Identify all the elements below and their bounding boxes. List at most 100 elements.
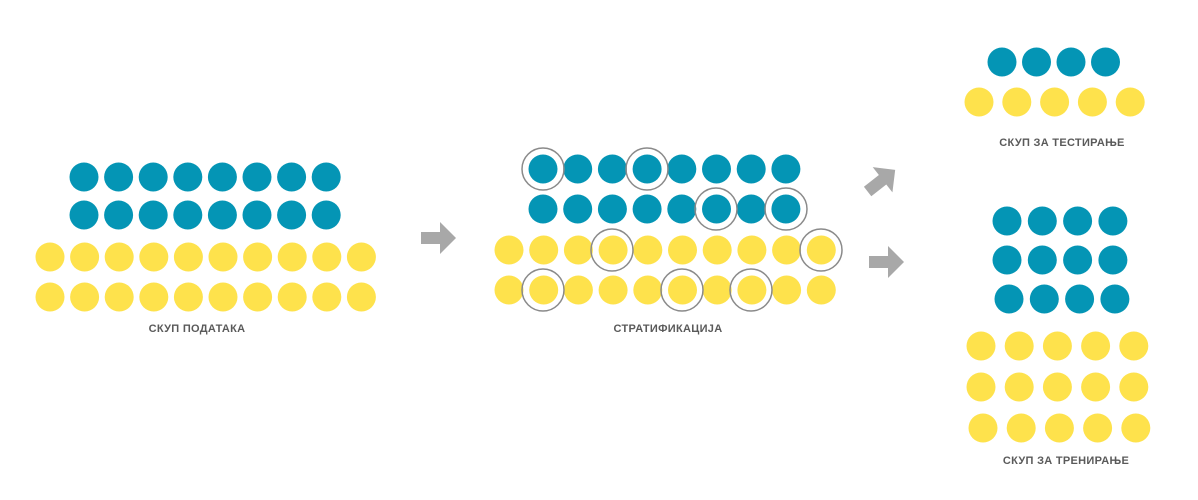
strat-yellow-dot (494, 235, 524, 265)
train-teal-dot (994, 284, 1024, 314)
strat-teal-dot (563, 154, 593, 184)
strat-yellow-dot (806, 275, 836, 305)
dataset-yellow-dot (173, 282, 203, 312)
dataset-yellow-dot (208, 282, 238, 312)
selection-ring (590, 228, 634, 272)
test-yellow-dot (1077, 87, 1107, 117)
dataset-teal-dot (242, 162, 272, 192)
strat-yellow-dot (633, 235, 663, 265)
train-yellow-dot (1083, 413, 1113, 443)
selection-ring (799, 228, 843, 272)
dataset-teal-dot (207, 200, 237, 230)
test-yellow-dot (964, 87, 994, 117)
strat-yellow-dot (598, 275, 628, 305)
dataset-group (35, 162, 376, 312)
test-teal-dot (987, 47, 1017, 77)
dataset-teal-dot (69, 200, 99, 230)
train-yellow-dot (1081, 372, 1111, 402)
strat-yellow-dot (737, 275, 767, 305)
strat-teal-dot (702, 154, 731, 184)
train-set-label: СКУП ЗА ТРЕНИРАЊЕ (1003, 455, 1129, 467)
dataset-yellow-dot (312, 282, 342, 312)
train-teal-dot (992, 245, 1022, 275)
train-yellow-dot (1119, 372, 1149, 402)
dataset-yellow-dot (312, 242, 342, 272)
dataset-teal-dot (104, 200, 134, 230)
arrow-icon (421, 222, 456, 254)
train-teal-dot (1098, 245, 1128, 275)
strat-yellow-dot (563, 235, 593, 265)
dataset-teal-dot (277, 162, 307, 192)
train-teal-dot (1065, 284, 1095, 314)
test-yellow-dot (1115, 87, 1145, 117)
strat-yellow-dot (772, 275, 802, 305)
train-yellow-dot (968, 413, 998, 443)
dataset-teal-dot (173, 200, 203, 230)
train-yellow-dot (1042, 372, 1072, 402)
dataset-teal-dot (311, 200, 341, 230)
dataset-teal-dot (138, 162, 168, 192)
train-yellow-dot (966, 372, 996, 402)
test-set-group (964, 47, 1145, 117)
strat-teal-dot (563, 194, 593, 224)
train-yellow-dot (1004, 372, 1034, 402)
selection-ring (660, 268, 704, 312)
dataset-yellow-dot (243, 242, 273, 272)
dataset-yellow-dot (208, 242, 238, 272)
train-teal-dot (1027, 245, 1057, 275)
dataset-teal-dot (207, 162, 237, 192)
selection-ring (764, 187, 808, 231)
dataset-yellow-dot (346, 282, 376, 312)
strat-teal-dot (771, 154, 801, 184)
dataset-yellow-dot (277, 242, 307, 272)
train-yellow-dot (1081, 331, 1111, 361)
arrows-group (421, 167, 904, 278)
strat-yellow-dot (633, 275, 663, 305)
train-set-group (966, 206, 1151, 443)
dataset-yellow-dot (104, 242, 134, 272)
strat-yellow-dot (806, 235, 836, 265)
stratification-label: СТРАТИФИКАЦИЈА (614, 323, 723, 335)
strat-yellow-dot (563, 275, 593, 305)
test-teal-dot (1091, 47, 1120, 77)
dataset-teal-dot (311, 162, 341, 192)
strat-teal-dot (702, 194, 731, 224)
selection-ring (625, 147, 669, 191)
dataset-teal-dot (277, 200, 307, 230)
train-yellow-dot (1006, 413, 1036, 443)
dataset-yellow-dot (70, 282, 100, 312)
strat-teal-dot (528, 194, 558, 224)
train-yellow-dot (1121, 413, 1151, 443)
test-teal-dot (1056, 47, 1086, 77)
strat-yellow-dot (494, 275, 524, 305)
test-teal-dot (1022, 47, 1051, 77)
selection-ring (729, 268, 773, 312)
train-teal-dot (992, 206, 1022, 236)
strat-yellow-dot (702, 275, 732, 305)
stratification-group (494, 147, 843, 312)
strat-teal-dot (771, 194, 801, 224)
strat-yellow-dot (598, 235, 628, 265)
dataset-teal-dot (173, 162, 203, 192)
dataset-yellow-dot (104, 282, 134, 312)
test-yellow-dot (1002, 87, 1032, 117)
dataset-yellow-dot (35, 242, 65, 272)
dataset-teal-dot (69, 162, 99, 192)
train-yellow-dot (1119, 331, 1149, 361)
strat-teal-dot (528, 154, 558, 184)
test-yellow-dot (1040, 87, 1070, 117)
train-yellow-dot (966, 331, 996, 361)
strat-teal-dot (667, 194, 697, 224)
arrow-icon (863, 167, 896, 197)
dataset-yellow-dot (173, 242, 203, 272)
strat-yellow-dot (772, 235, 802, 265)
dataset-yellow-dot (243, 282, 273, 312)
train-teal-dot (1027, 206, 1057, 236)
dataset-teal-dot (138, 200, 168, 230)
strat-teal-dot (597, 154, 627, 184)
strat-teal-dot (736, 194, 766, 224)
dataset-teal-dot (104, 162, 134, 192)
dataset-yellow-dot (139, 282, 169, 312)
